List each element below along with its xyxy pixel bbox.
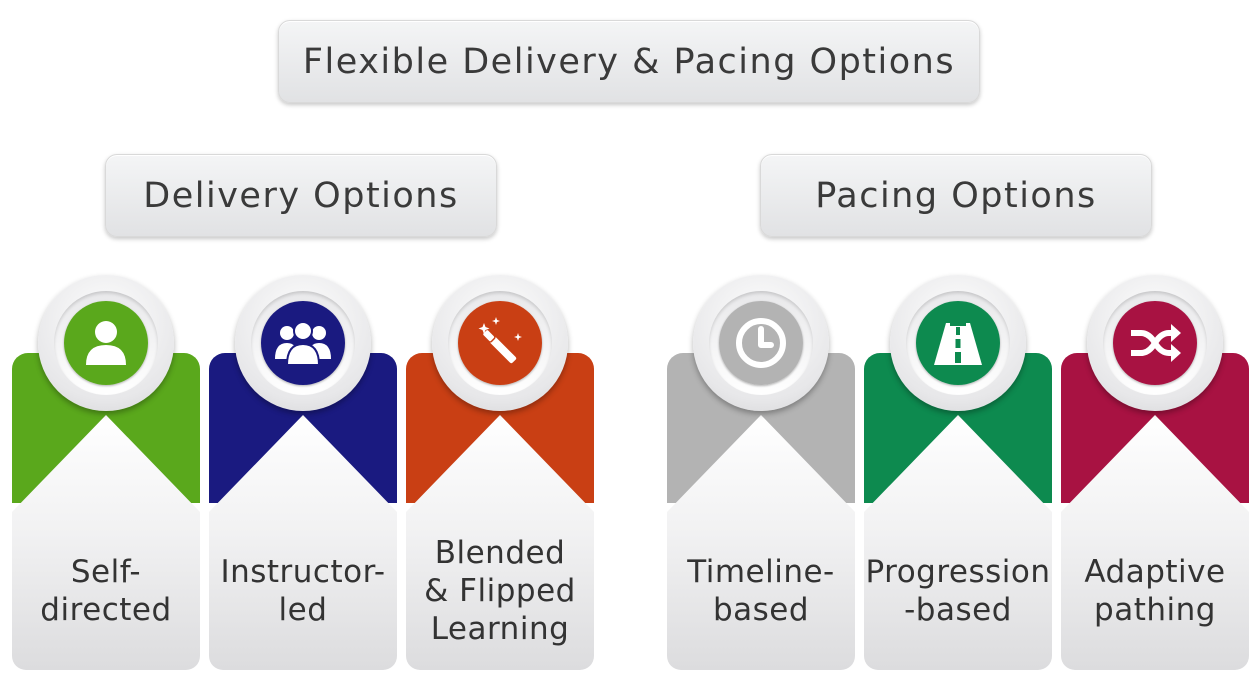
main-title: Flexible Delivery & Pacing Options <box>278 20 980 103</box>
card-label: Blended & Flipped Learning <box>424 535 576 647</box>
card-self-directed: Self- directed <box>12 275 200 670</box>
card-blended-flipped-learning: Blended & Flipped Learning <box>406 275 594 670</box>
icon-badge <box>38 275 174 411</box>
icon-badge <box>235 275 371 411</box>
card-instructor-led: Instructor- led <box>209 275 397 670</box>
card-timeline-based: Timeline- based <box>667 275 855 670</box>
card-progression-based: Progression -based <box>864 275 1052 670</box>
icon-badge <box>432 275 568 411</box>
icon-badge <box>890 275 1026 411</box>
road-icon <box>934 323 982 365</box>
delivery-options-title: Delivery Options <box>105 154 497 237</box>
group-icon <box>275 321 331 366</box>
magic-wand-icon <box>478 317 522 364</box>
user-icon <box>86 321 126 365</box>
icon-badge <box>1087 275 1223 411</box>
pacing-options-title: Pacing Options <box>760 154 1152 237</box>
card-label: Self- directed <box>40 554 172 628</box>
card-adaptive-pathing: Adaptive pathing <box>1061 275 1249 670</box>
card-label: Timeline- based <box>687 554 835 628</box>
icon-badge <box>693 275 829 411</box>
shuffle-icon <box>1131 324 1181 362</box>
card-label: Instructor- led <box>220 554 386 628</box>
card-label: Progression -based <box>865 554 1051 628</box>
clock-icon <box>736 318 786 368</box>
card-label: Adaptive pathing <box>1084 554 1226 628</box>
